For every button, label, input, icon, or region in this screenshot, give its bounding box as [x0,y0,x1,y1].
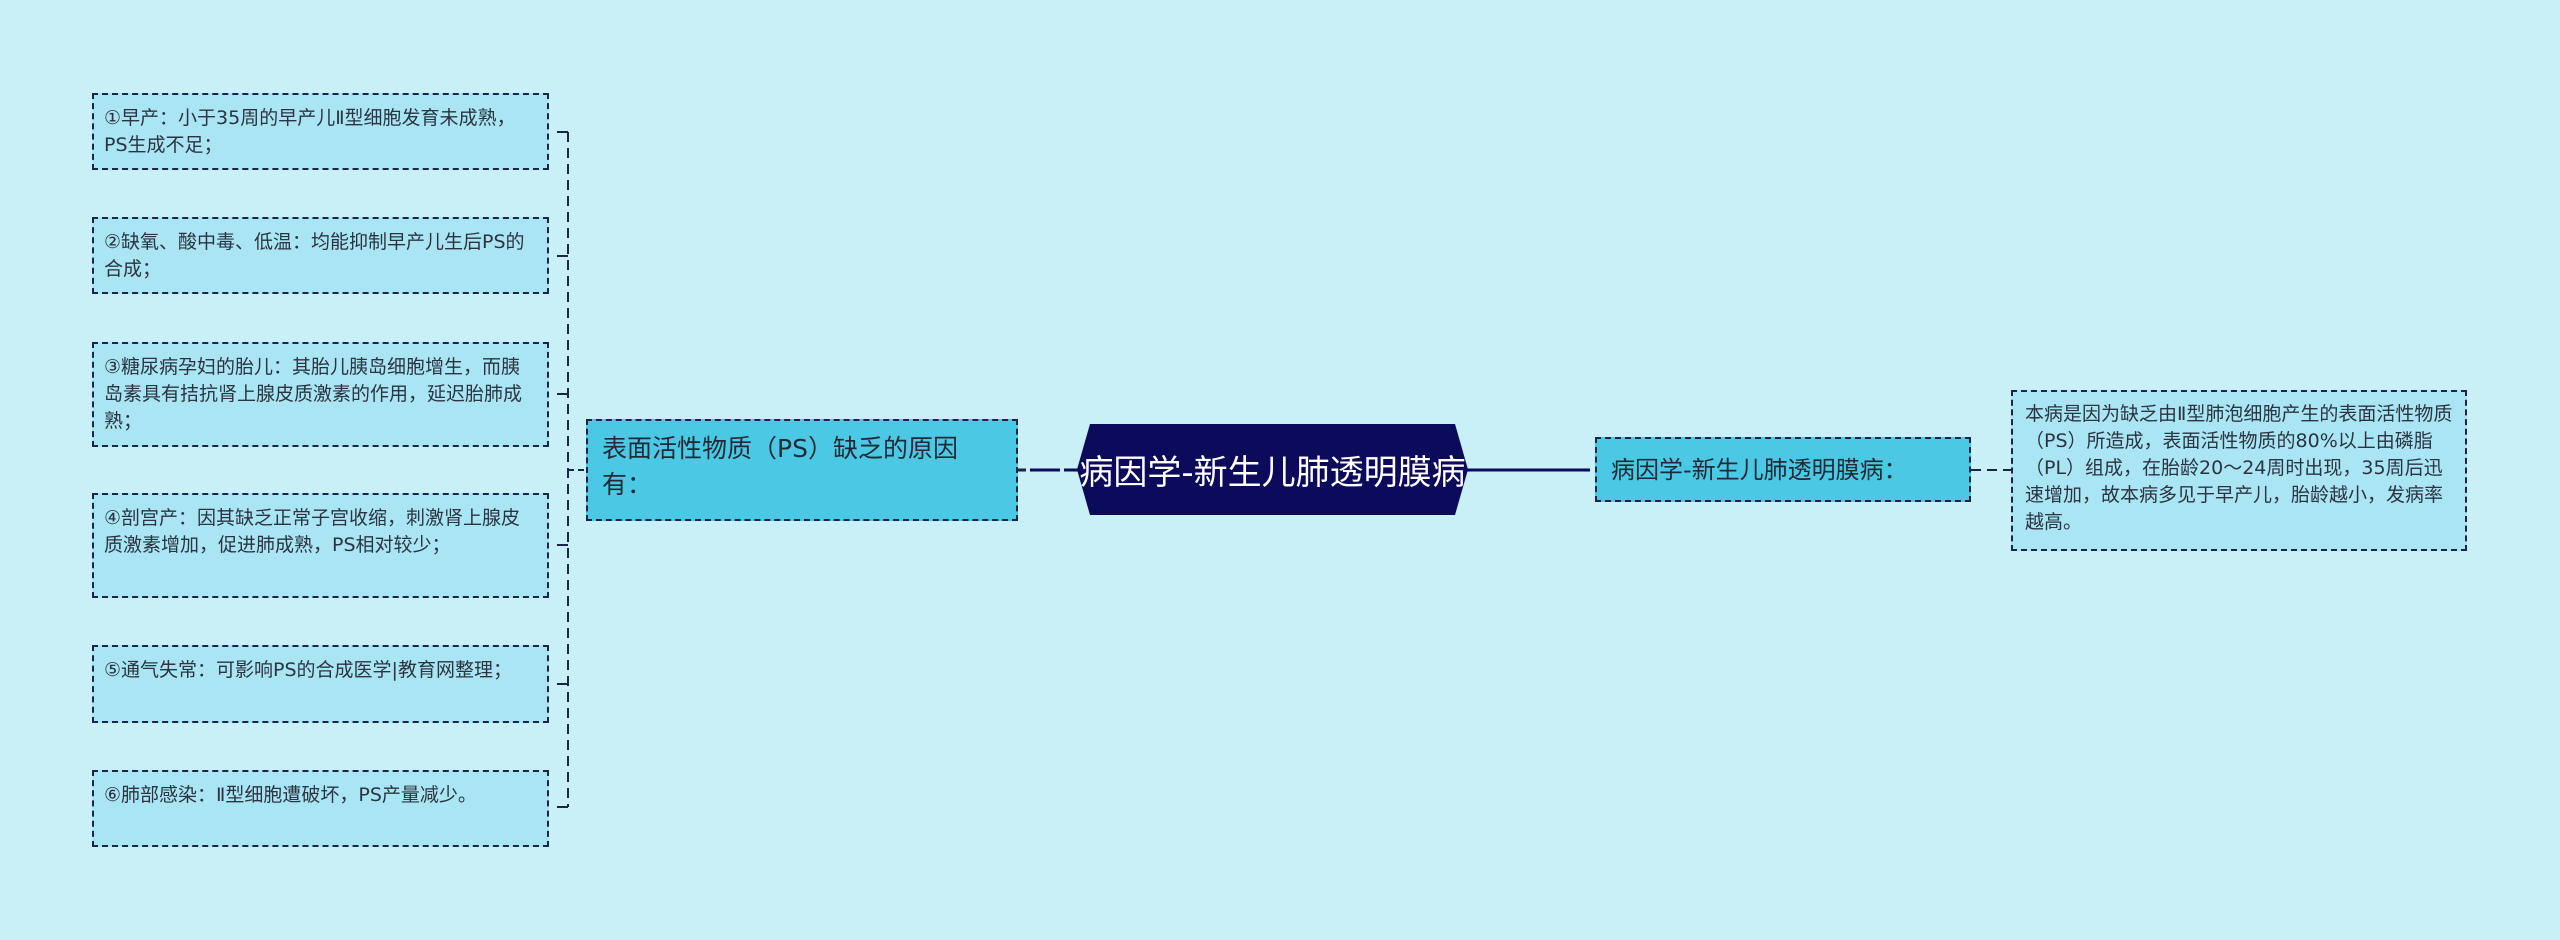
leaf-node-text: ④剖宫产：因其缺乏正常子宫收缩，刺激肾上腺皮质激素增加，促进肺成熟，PS相对较少… [104,507,521,556]
leaf-node-2[interactable]: ②缺氧、酸中毒、低温：均能抑制早产儿生后PS的合成； [92,217,549,294]
leaf-node-5[interactable]: ⑤通气失常：可影响PS的合成医学|教育网整理； [92,645,549,723]
detail-node-text: 本病是因为缺乏由Ⅱ型肺泡细胞产生的表面活性物质（PS）所造成，表面活性物质的80… [2025,403,2453,533]
leaf-node-text: ①早产：小于35周的早产儿Ⅱ型细胞发育未成熟，PS生成不足； [104,107,516,156]
branch-node-ps-causes[interactable]: 表面活性物质（PS）缺乏的原因有： [586,419,1018,521]
branch-node-text: 表面活性物质（PS）缺乏的原因有： [602,434,958,499]
detail-node[interactable]: 本病是因为缺乏由Ⅱ型肺泡细胞产生的表面活性物质（PS）所造成，表面活性物质的80… [2011,390,2467,551]
leaf-node-text: ③糖尿病孕妇的胎儿：其胎儿胰岛细胞增生，而胰岛素具有拮抗肾上腺皮质激素的作用，延… [104,356,523,432]
central-topic-node[interactable]: 病因学-新生儿肺透明膜病 [1077,424,1468,515]
branch-node-text: 病因学-新生儿肺透明膜病： [1611,456,1908,484]
leaf-node-1[interactable]: ①早产：小于35周的早产儿Ⅱ型细胞发育未成熟，PS生成不足； [92,93,549,170]
leaf-node-text: ⑥肺部感染：Ⅱ型细胞遭破坏，PS产量减少。 [104,784,477,806]
central-topic-text: 病因学-新生儿肺透明膜病 [1079,453,1466,493]
leaf-node-text: ②缺氧、酸中毒、低温：均能抑制早产儿生后PS的合成； [104,231,525,280]
leaf-node-text: ⑤通气失常：可影响PS的合成医学|教育网整理； [104,659,512,681]
leaf-node-3[interactable]: ③糖尿病孕妇的胎儿：其胎儿胰岛细胞增生，而胰岛素具有拮抗肾上腺皮质激素的作用，延… [92,342,549,447]
leaf-node-6[interactable]: ⑥肺部感染：Ⅱ型细胞遭破坏，PS产量减少。 [92,770,549,847]
leaf-node-4[interactable]: ④剖宫产：因其缺乏正常子宫收缩，刺激肾上腺皮质激素增加，促进肺成熟，PS相对较少… [92,493,549,598]
branch-node-etiology[interactable]: 病因学-新生儿肺透明膜病： [1595,437,1971,502]
